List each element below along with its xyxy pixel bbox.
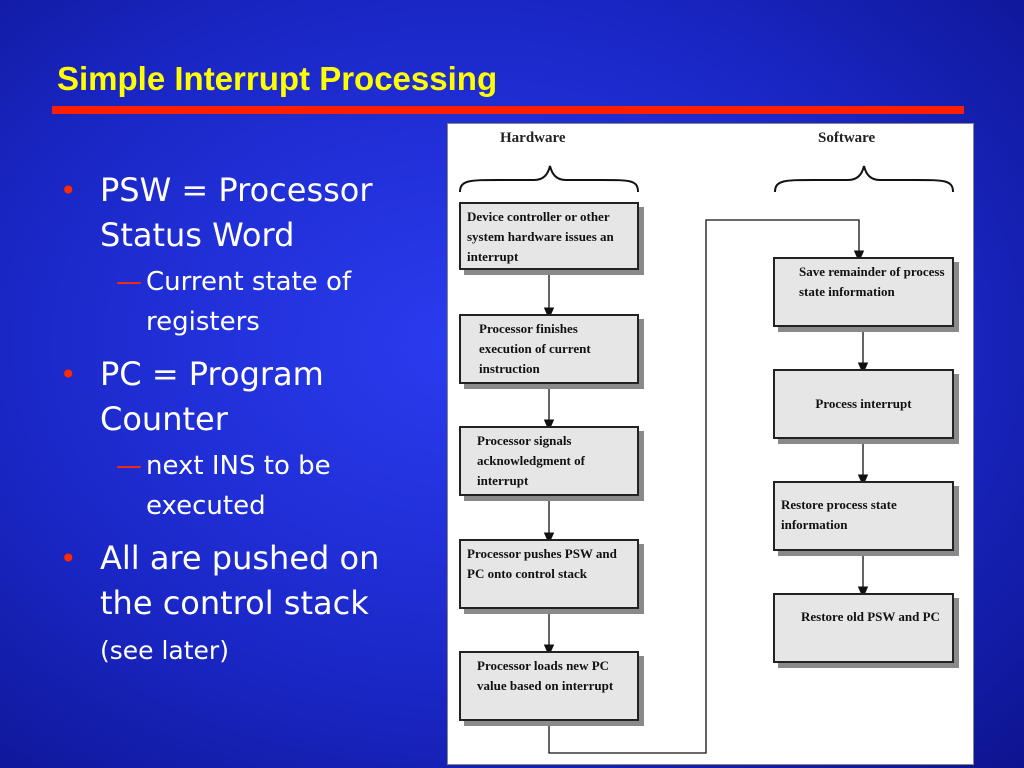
sub-bullet-item: — next INS to be executed <box>60 446 430 526</box>
sub-bullet-text: Current state of registers <box>146 267 352 337</box>
bullet-dot-icon: • <box>60 542 77 575</box>
hw-step-2: Processor finishes execution of current … <box>459 314 639 384</box>
bullet-item: • PC = Program Counter <box>60 352 430 442</box>
title-underline <box>52 106 964 114</box>
bullet-item: • All are pushed on the control stack (s… <box>60 536 430 673</box>
sub-bullet-item: — Current state of registers <box>60 262 430 342</box>
bullet-item: • PSW = Processor Status Word <box>60 168 430 258</box>
bullet-text: PSW = Processor Status Word <box>100 171 373 254</box>
sw-step-3: Restore process state information <box>773 481 954 551</box>
interrupt-flowchart: Hardware Software Device controller or o… <box>447 123 974 765</box>
hardware-label: Hardware <box>500 130 566 146</box>
arrow-hw-to-sw <box>548 219 865 754</box>
sw-step-1: Save remainder of process state informat… <box>773 257 954 327</box>
slide-title: Simple Interrupt Processing <box>57 60 498 97</box>
hw-step-1: Device controller or other system hardwa… <box>459 202 639 270</box>
bullet-list: • PSW = Processor Status Word — Current … <box>60 168 430 681</box>
bullet-suffix: (see later) <box>100 636 229 665</box>
bullet-dot-icon: • <box>60 174 77 207</box>
sub-bullet-text: next INS to be executed <box>146 451 331 521</box>
dash-icon: — <box>116 267 142 297</box>
software-brace <box>774 165 954 193</box>
hw-step-3: Processor signals acknowledgment of inte… <box>459 426 639 496</box>
bullet-dot-icon: • <box>60 358 77 391</box>
sw-step-2: Process interrupt <box>773 369 954 439</box>
software-label: Software <box>818 130 876 146</box>
hw-step-4: Processor pushes PSW and PC onto control… <box>459 539 639 609</box>
hw-step-5: Processor loads new PC value based on in… <box>459 651 639 721</box>
flow-connectors <box>459 165 954 754</box>
bullet-text: All are pushed on the control stack <box>100 539 380 622</box>
dash-icon: — <box>116 451 142 481</box>
bullet-text: PC = Program Counter <box>100 355 324 438</box>
sw-step-4: Restore old PSW and PC <box>773 593 954 663</box>
hardware-brace <box>459 165 639 193</box>
